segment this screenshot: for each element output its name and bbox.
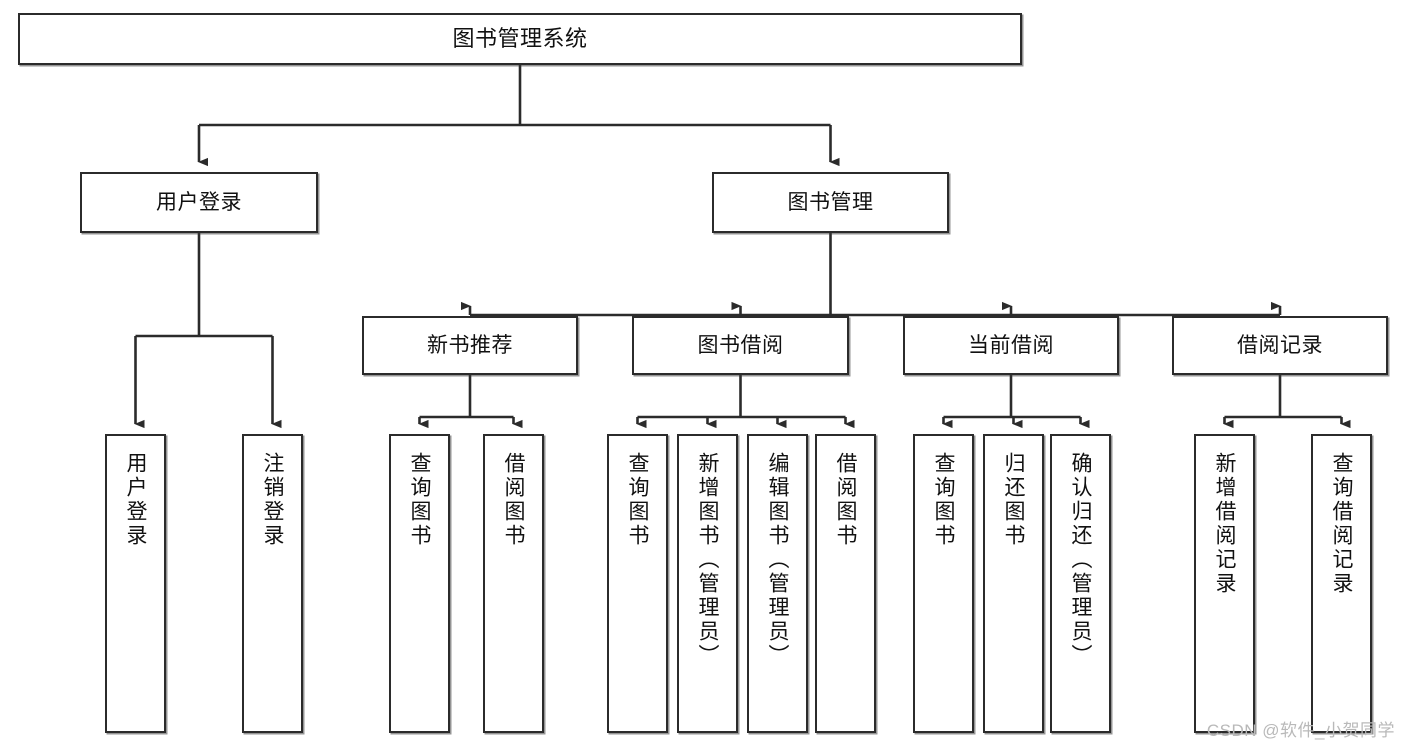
node-l-userlogin[interactable]: 用户登录: [105, 434, 166, 733]
node-root[interactable]: 图书管理系统: [18, 13, 1022, 65]
node-login[interactable]: 用户登录: [80, 172, 318, 233]
node-l-query3[interactable]: 查询图书: [913, 434, 974, 733]
node-newbook[interactable]: 新书推荐: [362, 316, 578, 375]
node-l-logout[interactable]: 注销登录: [242, 434, 303, 733]
node-label: 借阅图书: [834, 452, 857, 548]
node-label: 当前借阅: [968, 333, 1054, 357]
node-label: 借阅图书: [502, 452, 525, 548]
node-label: 查询借阅记录: [1330, 452, 1353, 596]
node-label: 借阅记录: [1237, 333, 1323, 357]
node-current[interactable]: 当前借阅: [903, 316, 1119, 375]
node-label: 图书管理系统: [452, 25, 588, 51]
node-label: 新书推荐: [427, 333, 513, 357]
node-l-query2[interactable]: 查询图书: [607, 434, 668, 733]
watermark-text: CSDN @软件_小贺同学: [1206, 721, 1395, 740]
node-bookmgmt[interactable]: 图书管理: [712, 172, 949, 233]
node-label: 归还图书: [1002, 452, 1025, 548]
node-label: 用户登录: [124, 452, 147, 548]
node-borrow[interactable]: 图书借阅: [632, 316, 849, 375]
node-label: 注销登录: [261, 452, 284, 548]
node-label: 用户登录: [156, 190, 242, 214]
node-label: 图书借阅: [697, 333, 784, 357]
node-l-query1[interactable]: 查询图书: [389, 434, 450, 733]
node-l-addrec[interactable]: 新增借阅记录: [1194, 434, 1255, 733]
node-label: 查询图书: [932, 452, 955, 548]
node-label: 确认归还（管理员）: [1069, 452, 1092, 668]
node-l-return[interactable]: 归还图书: [983, 434, 1044, 733]
node-label: 新增借阅记录: [1213, 452, 1236, 596]
node-l-borrow1[interactable]: 借阅图书: [483, 434, 544, 733]
node-record[interactable]: 借阅记录: [1172, 316, 1388, 375]
node-l-edit[interactable]: 编辑图书（管理员）: [747, 434, 808, 733]
node-label: 图书管理: [787, 190, 874, 214]
node-label: 查询图书: [408, 452, 431, 548]
node-l-add[interactable]: 新增图书（管理员）: [677, 434, 738, 733]
node-label: 编辑图书（管理员）: [766, 452, 789, 668]
node-l-queryrec[interactable]: 查询借阅记录: [1311, 434, 1372, 733]
node-l-confirm[interactable]: 确认归还（管理员）: [1050, 434, 1111, 733]
node-l-borrow2[interactable]: 借阅图书: [815, 434, 876, 733]
node-label: 新增图书（管理员）: [696, 452, 719, 668]
node-label: 查询图书: [626, 452, 649, 548]
